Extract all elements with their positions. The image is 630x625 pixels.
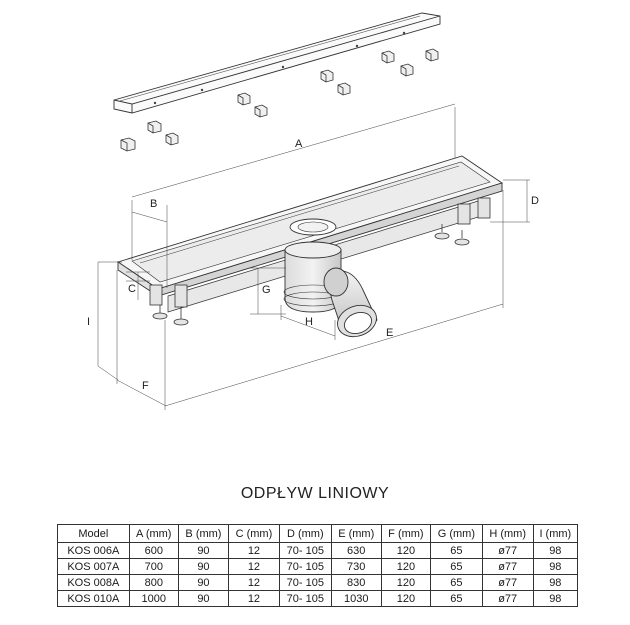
table-cell: 90 <box>177 574 229 591</box>
table-cell: 98 <box>532 542 579 559</box>
column-header-a: A (mm) <box>128 524 179 543</box>
dim-label-c: C <box>128 283 136 295</box>
table-cell: ø77 <box>481 542 534 559</box>
table-cell: 1000 <box>128 590 179 607</box>
table-cell: 65 <box>430 574 483 591</box>
table-cell: 90 <box>177 590 229 607</box>
table-cell: 120 <box>380 558 432 575</box>
dimension-letters: A B C D E F G H I <box>87 138 539 392</box>
table-cell: ø77 <box>481 590 534 607</box>
dim-label-b: B <box>150 198 157 210</box>
table-cell: 90 <box>177 558 229 575</box>
column-header-e: E (mm) <box>330 524 382 543</box>
table-row: KOS 007A 700 90 12 70- 105 730 120 65 ø7… <box>57 558 579 575</box>
table-row: KOS 010A 1000 90 12 70- 105 1030 120 65 … <box>57 590 579 607</box>
table-cell: 600 <box>128 542 179 559</box>
column-header-model: Model <box>57 524 130 543</box>
table-cell: 730 <box>330 558 382 575</box>
table-cell: 1030 <box>330 590 382 607</box>
siphon-outlet <box>283 241 378 338</box>
table-cell: 12 <box>227 558 280 575</box>
dim-label-g: G <box>262 284 271 296</box>
table-row: KOS 006A 600 90 12 70- 105 630 120 65 ø7… <box>57 542 579 559</box>
dim-label-e: E <box>386 327 393 339</box>
dim-label-a: A <box>295 138 303 150</box>
table-cell: 70- 105 <box>278 590 332 607</box>
technical-drawing: A B C D E F G H I <box>87 12 539 410</box>
dim-label-d: D <box>531 195 539 207</box>
column-header-h: H (mm) <box>481 524 534 543</box>
table-cell: 830 <box>330 574 382 591</box>
dimension-table: Model A (mm) B (mm) C (mm) D (mm) E (mm)… <box>57 524 579 607</box>
column-header-f: F (mm) <box>380 524 432 543</box>
table-row: KOS 008A 800 90 12 70- 105 830 120 65 ø7… <box>57 574 579 591</box>
table-cell: 120 <box>380 542 432 559</box>
table-cell: KOS 007A <box>57 558 130 575</box>
table-cell: 98 <box>532 590 579 607</box>
table-cell: 65 <box>430 590 483 607</box>
table-cell: 98 <box>532 574 579 591</box>
table-cell: 12 <box>227 574 280 591</box>
table-cell: 120 <box>380 590 432 607</box>
table-cell: 800 <box>128 574 179 591</box>
table-cell: 630 <box>330 542 382 559</box>
table-cell: 12 <box>227 590 280 607</box>
column-header-d: D (mm) <box>278 524 332 543</box>
table-cell: 120 <box>380 574 432 591</box>
column-header-g: G (mm) <box>430 524 483 543</box>
table-cell: ø77 <box>481 558 534 575</box>
table-cell: 700 <box>128 558 179 575</box>
table-cell: 65 <box>430 542 483 559</box>
column-header-i: I (mm) <box>532 524 579 543</box>
adjustable-feet <box>149 197 491 326</box>
grate-cover <box>113 12 441 114</box>
mounting-clips <box>120 48 439 152</box>
dim-label-f: F <box>142 380 149 392</box>
table-cell: 70- 105 <box>278 558 332 575</box>
table-cell: KOS 010A <box>57 590 130 607</box>
table-cell: 70- 105 <box>278 542 332 559</box>
table-cell: 90 <box>177 542 229 559</box>
section-heading: ODPŁYW LINIOWY <box>240 485 390 502</box>
dim-label-h: H <box>305 316 313 328</box>
table-cell: 70- 105 <box>278 574 332 591</box>
table-cell: ø77 <box>481 574 534 591</box>
table-cell: 65 <box>430 558 483 575</box>
table-cell: KOS 006A <box>57 542 130 559</box>
dim-label-i: I <box>87 316 90 328</box>
table-cell: 98 <box>532 558 579 575</box>
dimension-lines <box>97 103 530 410</box>
table-cell: KOS 008A <box>57 574 130 591</box>
column-header-c: C (mm) <box>227 524 280 543</box>
table-header-row: Model A (mm) B (mm) C (mm) D (mm) E (mm)… <box>57 524 579 543</box>
table-cell: 12 <box>227 542 280 559</box>
column-header-b: B (mm) <box>177 524 229 543</box>
